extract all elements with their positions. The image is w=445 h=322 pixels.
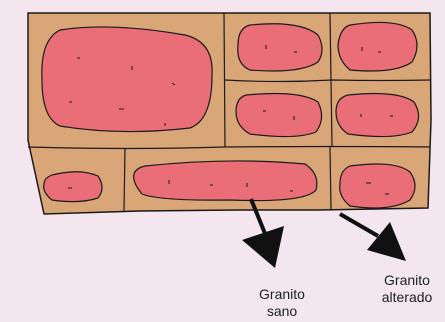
label-alterado-line2: alterado xyxy=(368,289,445,306)
core-top-right xyxy=(338,22,417,71)
core-top-middle xyxy=(238,24,322,71)
core-large xyxy=(42,27,212,132)
label-sano-line2: sano xyxy=(246,303,318,320)
core-mid-right xyxy=(336,94,419,137)
label-sano-line1: Granito xyxy=(246,286,318,303)
arrow-to-granito-alterado xyxy=(340,214,406,261)
core-mid-middle xyxy=(236,94,322,137)
core-bottom-right xyxy=(340,164,415,208)
label-granito-sano: Granito sano xyxy=(246,286,318,320)
label-alterado-line1: Granito xyxy=(368,272,445,289)
core-bottom-left xyxy=(44,172,102,202)
label-granito-alterado: Granito alterado xyxy=(368,272,445,306)
core-bottom-long xyxy=(134,161,317,201)
